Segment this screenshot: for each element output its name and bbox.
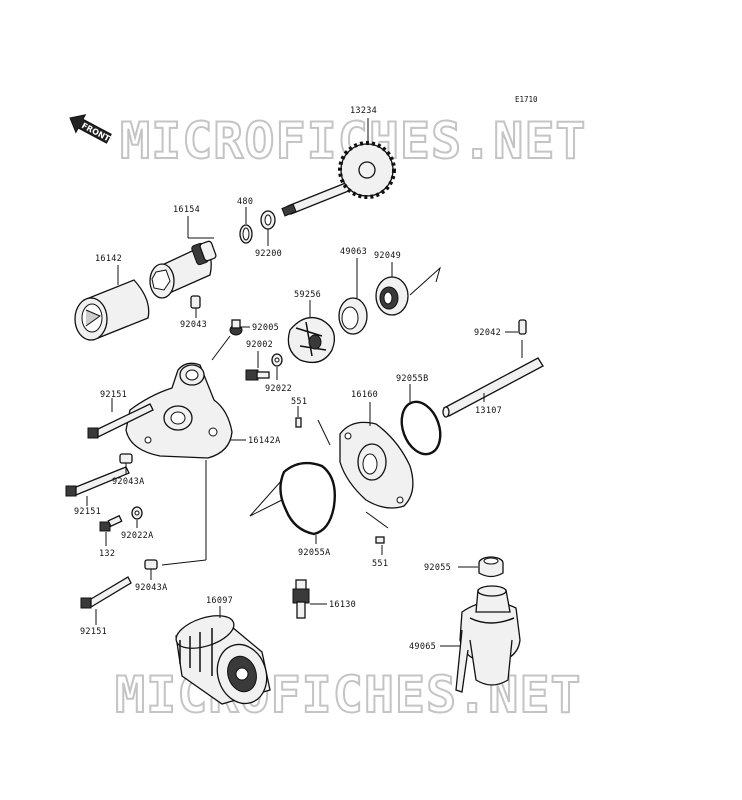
pin-551-b [365,511,389,555]
diagram-code: E1710 [515,95,538,104]
label-92151-a: 92151 [100,390,127,400]
washer-92200 [260,210,276,246]
label-132: 132 [99,549,115,559]
washer-92022 [271,353,283,380]
bolt-92002 [245,351,270,381]
label-13234: 13234 [350,106,377,116]
label-551-b: 551 [372,559,388,569]
label-49063: 49063 [340,247,367,257]
washer-92022A [131,506,143,528]
label-92151-c: 92151 [80,627,107,637]
bolt-92151-b [65,466,130,506]
pump-body-16142A [125,362,246,566]
label-92151-b: 92151 [74,507,101,517]
label-13107: 13107 [475,406,502,416]
label-92043-top: 92043 [180,320,207,330]
oring-92055B [400,384,442,456]
inner-rotor-16154 [149,216,217,299]
label-16130: 16130 [329,600,356,610]
label-92022: 92022 [265,384,292,394]
impeller-59256 [287,300,336,364]
oring-92055 [458,556,504,578]
label-551-a: 551 [291,397,307,407]
label-92049: 92049 [374,251,401,261]
pressure-switch-16130 [292,579,327,619]
label-92002: 92002 [246,340,273,350]
gasket-92055A [249,461,336,544]
bolt-92151-a [87,398,154,439]
bearing-92049 [375,262,441,316]
shaft-13107 [442,357,544,418]
oil-filter-16097 [175,606,271,705]
label-92055: 92055 [424,563,451,573]
label-92055B: 92055B [396,374,429,384]
pin-92042 [505,319,527,358]
label-59256: 59256 [294,290,321,300]
front-label: FRONT [80,121,112,144]
label-16097: 16097 [206,596,233,606]
label-49065: 49065 [409,642,436,652]
front-arrow-icon: FRONT [69,114,112,144]
label-92200: 92200 [255,249,282,259]
label-92043A-b: 92043A [135,583,168,593]
bolt-132 [99,514,123,546]
seal-49063 [338,258,368,335]
label-92005: 92005 [252,323,279,333]
circlip-480 [239,207,253,244]
bolt-92151-c [80,576,132,625]
cover-16160 [339,402,414,509]
label-92043A-a: 92043A [112,477,145,487]
sprocket-shaft-13234 [281,118,396,217]
fitting-92005 [211,319,250,361]
label-480: 480 [237,197,253,207]
label-92042: 92042 [474,328,501,338]
pin-92043A-b [144,559,158,580]
outer-rotor-16142 [74,265,150,341]
strainer-49065 [440,585,521,693]
pin-92043-top [190,295,201,318]
pin-551-a [295,406,331,446]
label-16160: 16160 [351,390,378,400]
label-16142: 16142 [95,254,122,264]
label-16142A: 16142A [248,436,281,446]
watermark-top: MICROFICHES.NET [120,112,587,170]
pin-92043A-a [119,453,133,474]
label-92022A: 92022A [121,531,154,541]
label-16154: 16154 [173,205,200,215]
label-92055A: 92055A [298,548,331,558]
